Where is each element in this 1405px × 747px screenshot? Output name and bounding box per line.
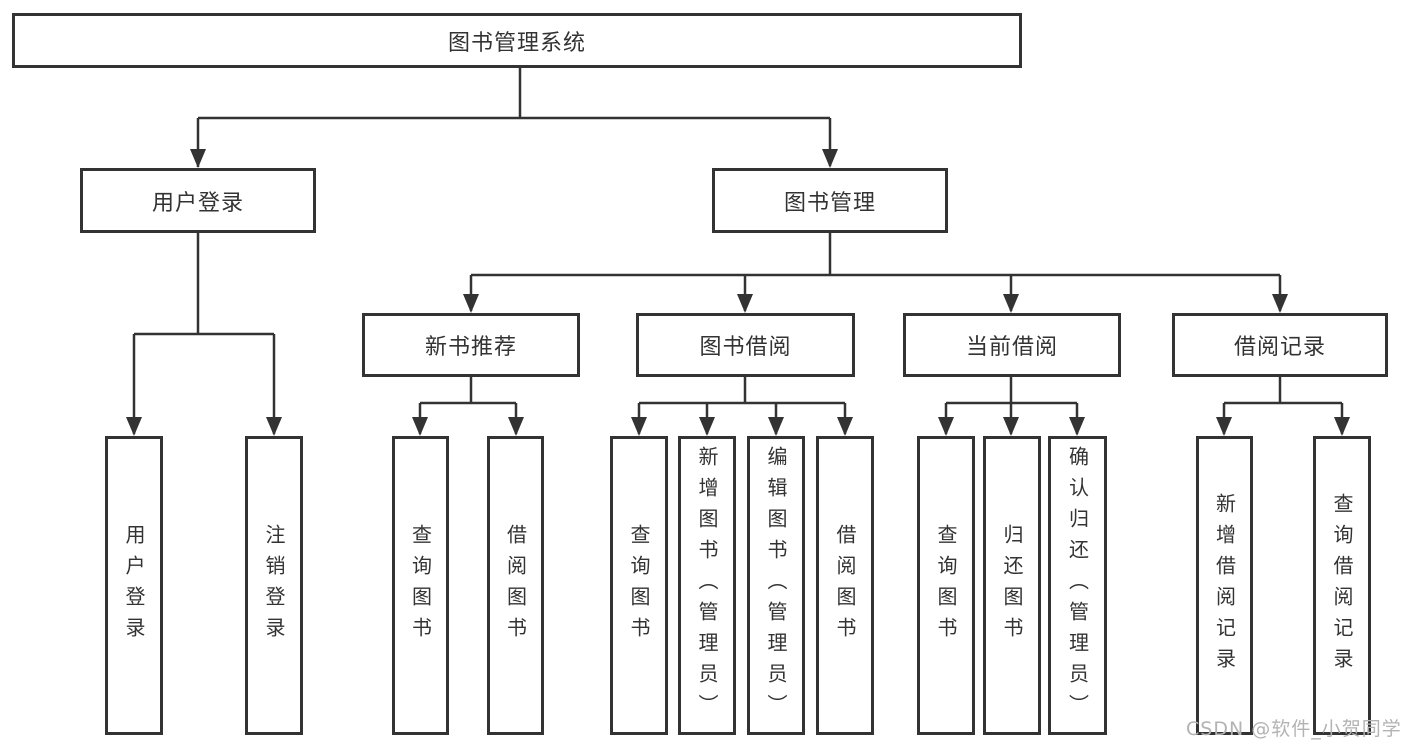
node-label: 用户登录 [122, 523, 146, 648]
node-query-books-3: 查询图书 [917, 436, 975, 735]
node-label: 查询图书 [408, 523, 433, 648]
arrow-down-icons [126, 149, 1350, 436]
connector-user-login [132, 233, 276, 434]
node-borrow-books-2: 借阅图书 [816, 436, 874, 735]
node-query-borrow-record: 查询借阅记录 [1313, 436, 1371, 735]
connector-new-book-recommendation [418, 377, 518, 434]
node-borrowing-records: 借阅记录 [1172, 313, 1388, 377]
node-label: 借阅图书 [503, 523, 528, 648]
node-library-management-system: 图书管理系统 [12, 13, 1022, 68]
node-return-books: 归还图书 [983, 436, 1041, 735]
node-label: 新书推荐 [424, 335, 517, 360]
node-label: 查询图书 [627, 523, 651, 648]
node-user-login-action: 用户登录 [105, 436, 163, 735]
node-label: 图书管理 [783, 190, 876, 216]
node-edit-book-admin: 编辑图书（管理员） [747, 436, 805, 735]
node-label: 当前借阅 [965, 335, 1058, 360]
node-confirm-return-admin: 确认归还（管理员） [1048, 436, 1107, 735]
node-query-books-2: 查询图书 [610, 436, 668, 735]
node-add-book-admin: 新增图书（管理员） [678, 436, 736, 735]
node-label: 新增借阅记录 [1212, 492, 1237, 679]
watermark: CSDN @软件_小贺同学 [1186, 718, 1402, 740]
connector-root [196, 68, 832, 167]
node-label: 图书管理系统 [447, 30, 586, 56]
node-new-book-recommendation: 新书推荐 [362, 313, 580, 377]
node-book-management: 图书管理 [712, 168, 948, 233]
node-label: 借阅图书 [833, 523, 857, 648]
node-label: 用户登录 [151, 190, 244, 216]
node-label: 注销登录 [262, 523, 286, 648]
node-label: 查询借阅记录 [1330, 492, 1354, 679]
node-label: 新增图书（管理员） [695, 446, 719, 725]
node-add-borrow-record: 新增借阅记录 [1196, 436, 1253, 735]
connector-book-borrowing [637, 377, 847, 434]
node-current-borrowing: 当前借阅 [903, 313, 1121, 377]
node-user-login: 用户登录 [80, 168, 316, 233]
node-label: 归还图书 [1000, 523, 1024, 648]
node-label: 编辑图书（管理员） [764, 446, 788, 725]
node-borrow-books-1: 借阅图书 [487, 436, 544, 735]
connector-borrowing-records [1222, 377, 1344, 434]
node-label: 查询图书 [934, 523, 958, 648]
node-label: 借阅记录 [1233, 335, 1326, 360]
node-query-books-1: 查询图书 [392, 436, 449, 735]
node-book-borrowing: 图书借阅 [636, 313, 855, 377]
node-label: 图书借阅 [699, 335, 792, 360]
connector-book-management [469, 233, 1282, 311]
node-logout-action: 注销登录 [245, 436, 303, 735]
node-label: 确认归还（管理员） [1065, 446, 1090, 725]
